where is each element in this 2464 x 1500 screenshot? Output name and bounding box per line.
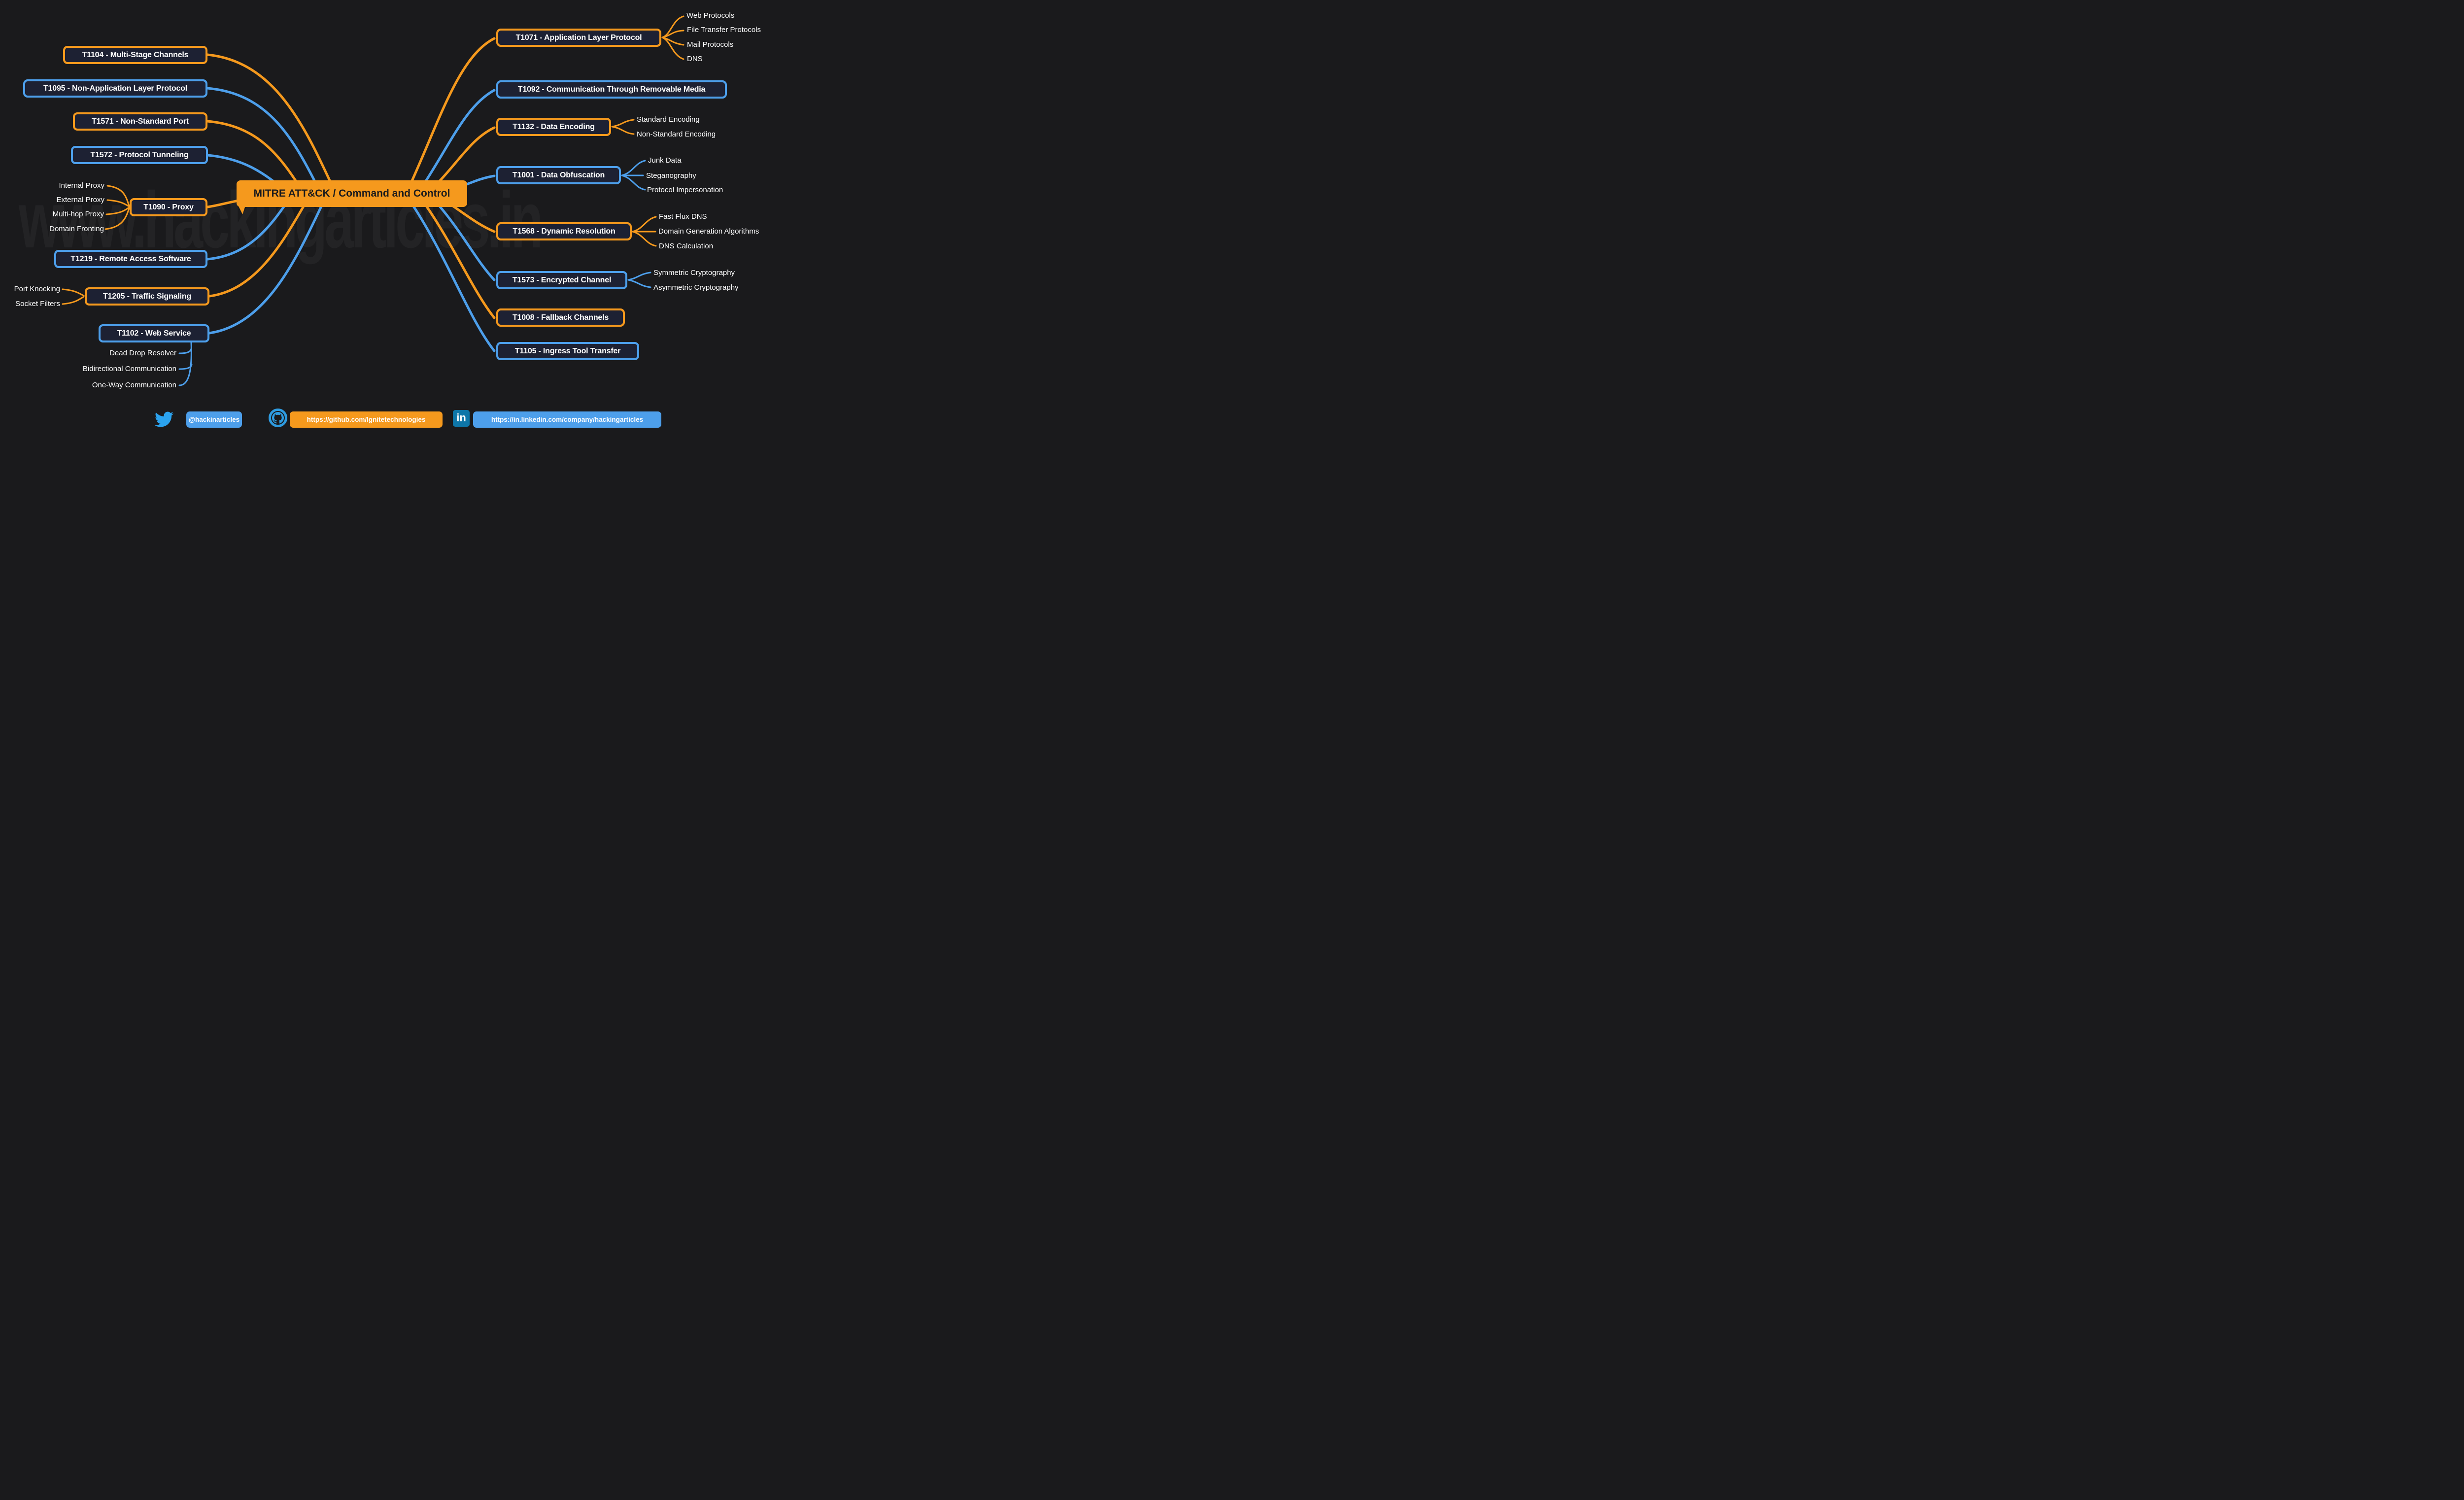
branch-t1071: [408, 37, 496, 189]
branch-t1104: [206, 53, 337, 194]
sublabel-one-way-communication: One-Way Communication: [92, 381, 176, 389]
branch-t1008: [420, 198, 496, 319]
node-t1573: T1573 - Encrypted Channel: [496, 271, 627, 289]
sublabel-dns-calculation: DNS Calculation: [659, 242, 714, 250]
sublabel-fast-flux-dns: Fast Flux DNS: [659, 212, 707, 221]
sublabel-standard-encoding: Standard Encoding: [637, 115, 700, 124]
linkedin-icon: in: [453, 410, 470, 427]
node-t1090: T1090 - Proxy: [130, 198, 207, 216]
twig-multihop-proxy: [105, 206, 130, 215]
sublabel-asymmetric-cryptography: Asymmetric Cryptography: [653, 283, 739, 292]
branch-t1132: [432, 126, 496, 189]
sublabel-multi-hop-proxy: Multi-hop Proxy: [52, 210, 104, 218]
node-t1102: T1102 - Web Service: [99, 324, 209, 342]
node-t1001: T1001 - Data Obfuscation: [496, 166, 621, 184]
twig-external-proxy: [106, 199, 130, 207]
node-t1219: T1219 - Remote Access Software: [54, 250, 207, 268]
node-t1104: T1104 - Multi-Stage Channels: [63, 46, 207, 64]
twig-domain-fronting: [104, 207, 130, 230]
sublabel-dead-drop-resolver: Dead Drop Resolver: [109, 349, 176, 357]
twig-dns: [661, 36, 684, 60]
linkedin-icon-text: in: [456, 411, 466, 424]
github-url-button[interactable]: https://github.com/Ignitetechnologies: [290, 411, 443, 428]
sublabel-junk-data: Junk Data: [648, 156, 682, 165]
node-t1572: T1572 - Protocol Tunneling: [71, 146, 208, 164]
sublabel-domain-fronting: Domain Fronting: [49, 225, 104, 233]
sublabel-dns: DNS: [687, 55, 703, 63]
twig-web-protocols: [661, 15, 684, 38]
sublabel-mail-protocols: Mail Protocols: [687, 40, 734, 49]
twig-port-knocking: [62, 288, 85, 297]
node-t1568: T1568 - Dynamic Resolution: [496, 222, 632, 240]
node-t1095: T1095 - Non-Application Layer Protocol: [23, 79, 207, 98]
node-t1205: T1205 - Traffic Signaling: [85, 287, 209, 306]
sublabel-steganography: Steganography: [646, 171, 696, 180]
twitter-handle-button[interactable]: @hackinarticles: [186, 411, 242, 428]
connector-lines: [62, 15, 684, 386]
twig-symmetric-cryptography: [627, 272, 651, 281]
node-t1105: T1105 - Ingress Tool Transfer: [496, 342, 639, 360]
twig-junk-data: [621, 160, 646, 176]
node-t1008: T1008 - Fallback Channels: [496, 308, 625, 327]
center-node-title: MITRE ATT&CK / Command and Control: [237, 180, 467, 207]
node-t1071: T1071 - Application Layer Protocol: [496, 29, 661, 47]
twig-protocol-impersonation: [621, 174, 646, 191]
branch-t1095: [206, 87, 322, 194]
sublabel-socket-filters: Socket Filters: [15, 300, 60, 308]
twig-standard-encoding: [611, 119, 635, 128]
github-icon: [269, 409, 287, 427]
twig-socket-filters: [62, 296, 85, 305]
sublabel-non-standard-encoding: Non-Standard Encoding: [637, 130, 716, 138]
node-t1132: T1132 - Data Encoding: [496, 118, 611, 136]
branch-t1092: [420, 89, 496, 189]
sublabel-file-transfer-protocols: File Transfer Protocols: [687, 26, 761, 34]
sublabel-protocol-impersonation: Protocol Impersonation: [647, 186, 723, 194]
sublabel-bidirectional-communication: Bidirectional Communication: [82, 365, 176, 373]
twig-file-transfer-protocols: [661, 30, 684, 38]
twig-dead-drop-resolver: [178, 348, 192, 354]
twitter-icon: [153, 410, 175, 429]
sublabel-domain-generation-algorithms: Domain Generation Algorithms: [658, 227, 759, 236]
twig-fast-flux-dns: [632, 216, 657, 233]
linkedin-url-button[interactable]: https://in.linkedin.com/company/hackinga…: [473, 411, 661, 428]
sublabel-external-proxy: External Proxy: [56, 196, 104, 204]
twig-one-way-communication: [178, 341, 192, 386]
twig-bidirectional-communication: [178, 364, 193, 370]
sublabel-symmetric-cryptography: Symmetric Cryptography: [653, 269, 735, 277]
sublabel-web-protocols: Web Protocols: [686, 11, 735, 20]
twig-internal-proxy: [106, 185, 130, 207]
branch-t1219: [206, 194, 293, 261]
node-t1092: T1092 - Communication Through Removable …: [496, 80, 727, 99]
branch-t1573: [432, 198, 496, 281]
branch-t1102: [208, 195, 328, 335]
node-t1571: T1571 - Non-Standard Port: [73, 112, 207, 131]
branch-t1105: [408, 198, 496, 352]
branch-t1205: [208, 195, 311, 298]
twig-asymmetric-cryptography: [627, 279, 651, 288]
mindmap-canvas: www.hackingarticles.in: [0, 0, 773, 440]
twig-dns-calculation: [632, 231, 657, 247]
branch-t1571: [206, 120, 305, 194]
sublabel-internal-proxy: Internal Proxy: [59, 181, 104, 190]
twig-non-standard-encoding: [611, 126, 635, 135]
sublabel-port-knocking: Port Knocking: [14, 285, 60, 293]
